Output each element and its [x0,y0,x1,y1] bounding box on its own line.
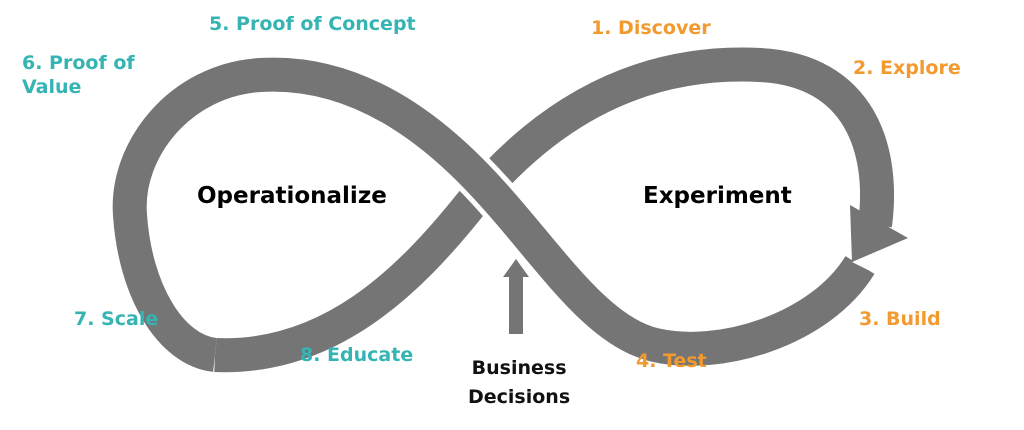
step-scale-label: 7. Scale [74,308,159,330]
step-build-label: 3. Build [859,308,941,330]
loop-arrow-gap [852,255,872,270]
step-discover-label: 1. Discover [591,17,711,39]
step-educate-label: 8. Educate [300,344,414,366]
loop-arrowhead [850,205,908,262]
step-proof-of-value-line1: 6. Proof of [22,52,135,74]
loop-band-falling-fill [112,57,875,372]
step-proof-of-concept-label: 5. Proof of Concept [209,13,416,35]
step-proof-of-value-line2: Value [22,75,82,98]
business-decisions-line1: Business [471,357,567,379]
step-proof-of-value-label: 6. Proof of Value [22,52,135,100]
loop-band-rising [214,47,895,373]
operationalize-label: Operationalize [197,183,387,209]
business-decisions-label: Business Decisions [468,354,570,412]
step-test-label: 4. Test [636,350,707,372]
experiment-label: Experiment [643,183,792,209]
input-arrow-head [503,259,529,277]
input-arrow-shaft [509,276,523,334]
business-decisions-line2: Decisions [468,386,571,408]
step-explore-label: 2. Explore [853,57,961,79]
